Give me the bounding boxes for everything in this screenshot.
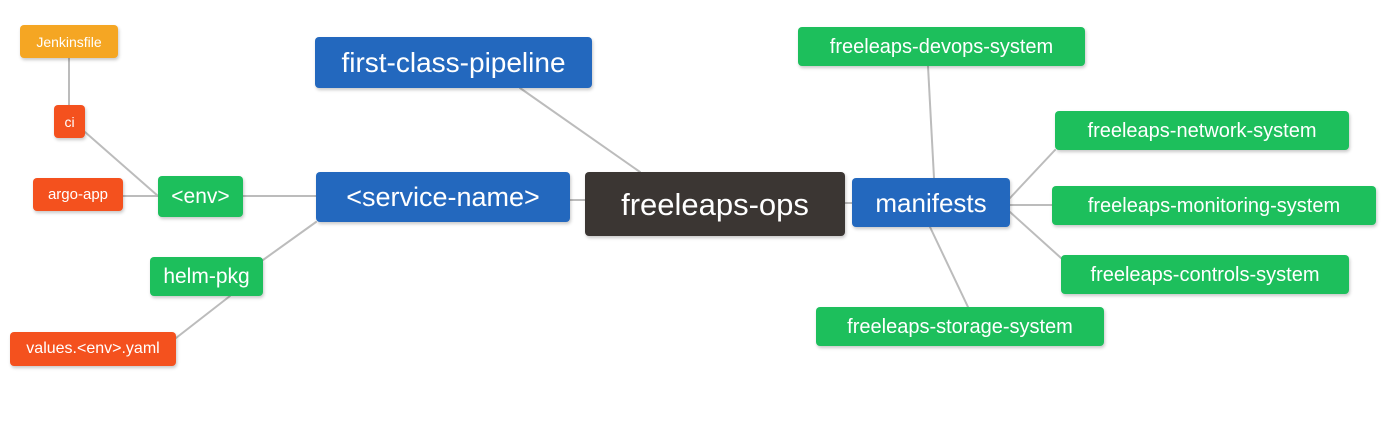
node-values-yaml[interactable]: values.<env>.yaml <box>10 332 176 366</box>
node-label-freeleaps-network-system: freeleaps-network-system <box>1087 119 1317 142</box>
node-label-env: <env> <box>171 185 230 208</box>
node-label-freeleaps-controls-system: freeleaps-controls-system <box>1090 263 1320 286</box>
node-label-freeleaps-storage-system: freeleaps-storage-system <box>847 315 1073 338</box>
edge-helm-pkg-to-service-name <box>262 221 317 261</box>
node-label-jenkinsfile: Jenkinsfile <box>36 33 102 50</box>
node-label-values-yaml: values.<env>.yaml <box>26 340 160 357</box>
node-label-helm-pkg: helm-pkg <box>163 265 250 288</box>
edge-first-class-pipeline-to-freeleaps-ops <box>519 87 641 173</box>
node-label-first-class-pipeline: first-class-pipeline <box>341 46 566 78</box>
node-first-class-pipeline[interactable]: first-class-pipeline <box>315 37 592 88</box>
node-freeleaps-ops[interactable]: freeleaps-ops <box>585 172 845 236</box>
edge-manifests-to-freeleaps-network-system <box>1009 149 1056 199</box>
node-freeleaps-network-system[interactable]: freeleaps-network-system <box>1055 111 1349 150</box>
node-freeleaps-storage-system[interactable]: freeleaps-storage-system <box>816 307 1104 346</box>
node-label-freeleaps-devops-system: freeleaps-devops-system <box>829 35 1054 58</box>
edge-manifests-to-freeleaps-devops-system <box>927 65 935 179</box>
node-env[interactable]: <env> <box>158 176 243 217</box>
node-freeleaps-devops-system[interactable]: freeleaps-devops-system <box>798 27 1085 66</box>
node-label-freeleaps-ops: freeleaps-ops <box>621 186 809 222</box>
node-helm-pkg[interactable]: helm-pkg <box>150 257 263 296</box>
node-ci[interactable]: ci <box>54 105 85 138</box>
node-label-freeleaps-monitoring-system: freeleaps-monitoring-system <box>1087 194 1341 217</box>
node-label-ci: ci <box>64 113 75 130</box>
node-manifests[interactable]: manifests <box>852 178 1010 227</box>
node-jenkinsfile[interactable]: Jenkinsfile <box>20 25 118 58</box>
node-service-name[interactable]: <service-name> <box>316 172 570 222</box>
node-label-argo-app: argo-app <box>47 186 109 203</box>
node-label-manifests: manifests <box>875 187 987 218</box>
edge-values-yaml-to-helm-pkg <box>175 295 231 339</box>
node-freeleaps-monitoring-system[interactable]: freeleaps-monitoring-system <box>1052 186 1376 225</box>
node-label-service-name: <service-name> <box>346 181 540 212</box>
node-freeleaps-controls-system[interactable]: freeleaps-controls-system <box>1061 255 1349 294</box>
node-argo-app[interactable]: argo-app <box>33 178 123 211</box>
edge-manifests-to-freeleaps-storage-system <box>929 226 969 308</box>
